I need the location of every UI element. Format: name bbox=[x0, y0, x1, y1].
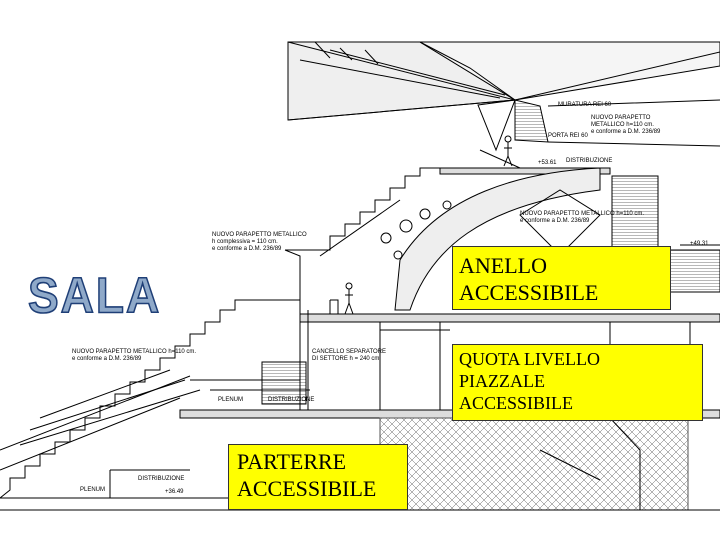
parapet-note-mid-line: e conforme a D.M. 236/89 bbox=[212, 245, 282, 252]
parapet-note-top-line: e conforme a D.M. 236/89 bbox=[591, 128, 661, 135]
door-note: PORTA REI 60 bbox=[548, 133, 588, 139]
callout-quota-line: ACCESSIBILE bbox=[459, 392, 574, 413]
gate-note: CANCELLO SEPARATORE DI SETTORE h = 240 c… bbox=[312, 349, 386, 363]
elevation-right: +49.31 bbox=[690, 241, 709, 247]
parapet-note-mid-right: NUOVO PARAPETTO METALLICO h=110 cm. e co… bbox=[520, 211, 644, 225]
roof-structure bbox=[287, 41, 720, 152]
parapet-note-low: NUOVO PARAPETTO METALLICO h=110 cm. e co… bbox=[72, 349, 196, 363]
parapet-note-mid-right-line: e conforme a D.M. 236/89 bbox=[520, 217, 590, 224]
distribution-mid: DISTRIBUZIONE bbox=[268, 397, 315, 403]
sala-label: SALA bbox=[27, 266, 162, 324]
callout-parterre-line: PARTERRE bbox=[237, 449, 347, 474]
callout-parterre-line: ACCESSIBILE bbox=[237, 475, 377, 501]
gate-note-line: DI SETTORE h = 240 cm. bbox=[312, 355, 382, 362]
callout-anello: ANELLO ACCESSIBILE bbox=[452, 246, 671, 310]
parapet-note-top: NUOVO PARAPETTO METALLICO h=110 cm. e co… bbox=[591, 115, 660, 136]
callout-quota-line: QUOTA LIVELLO bbox=[459, 349, 601, 369]
human-figures bbox=[344, 135, 513, 315]
parapet-note-top-line: METALLICO h=110 cm. bbox=[591, 121, 654, 128]
parapet-note-mid-line: h complessiva = 110 cm. bbox=[212, 238, 278, 245]
plenum-mid: PLENUM bbox=[218, 397, 244, 403]
callout-quota-piazzale: QUOTA LIVELLO PIAZZALE ACCESSIBILE bbox=[452, 344, 703, 421]
parapet-note-mid: NUOVO PARAPETTO METALLICO h complessiva … bbox=[212, 232, 307, 253]
callout-quota-line: PIAZZALE bbox=[459, 370, 545, 391]
plenum-low: PLENUM bbox=[80, 487, 106, 493]
muratura-note: MURATURA REI 60 bbox=[558, 102, 612, 108]
gate-note-line: CANCELLO SEPARATORE bbox=[312, 349, 387, 355]
callout-anello-line: ACCESSIBILE bbox=[459, 279, 599, 305]
distribution-top: DISTRIBUZIONE bbox=[566, 158, 613, 164]
parapet-note-top-line: NUOVO PARAPETTO bbox=[591, 115, 651, 121]
elevation-low: +36.49 bbox=[165, 489, 184, 495]
parapet-note-mid-line: NUOVO PARAPETTO METALLICO bbox=[212, 232, 307, 238]
lower-seating bbox=[0, 299, 310, 499]
parapet-note-mid-right-line: NUOVO PARAPETTO METALLICO h=110 cm. bbox=[520, 211, 645, 217]
ground-level bbox=[0, 409, 720, 511]
elevation-top: +53.61 bbox=[538, 160, 557, 166]
parapet-note-low-line: e conforme a D.M. 236/89 bbox=[72, 355, 142, 362]
distribution-low: DISTRIBUZIONE bbox=[138, 476, 185, 482]
parapet-note-low-line: NUOVO PARAPETTO METALLICO h=110 cm. bbox=[72, 349, 197, 355]
callout-anello-line: ANELLO bbox=[459, 253, 547, 278]
callout-parterre: PARTERRE ACCESSIBILE bbox=[228, 444, 408, 510]
